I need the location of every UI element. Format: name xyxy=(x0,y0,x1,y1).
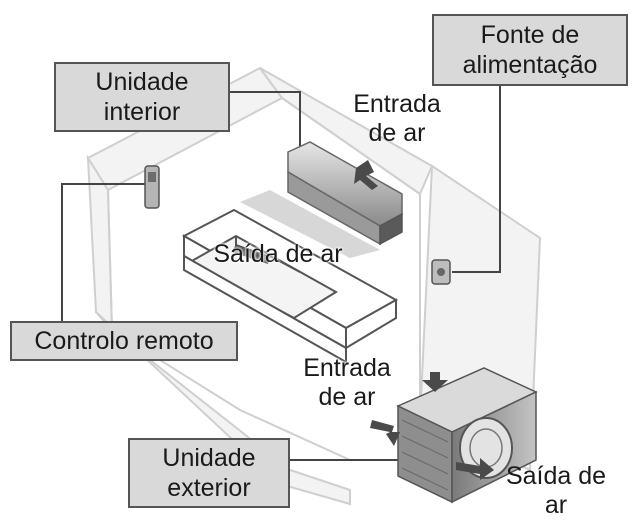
arrow-outlet-outdoor xyxy=(456,458,494,480)
label-air-outlet-indoor: Saída de ar xyxy=(213,240,343,268)
arrow-inlet-outdoor-side xyxy=(370,420,400,446)
label-power-supply: Fonte de alimentação xyxy=(432,14,628,86)
label-outdoor-unit: Unidade exterior xyxy=(128,438,290,508)
leader-indoor-unit xyxy=(229,91,301,150)
arrow-inlet-outdoor xyxy=(422,372,448,392)
leader-lines xyxy=(61,84,501,461)
label-air-inlet-indoor: Entrada de ar xyxy=(353,90,441,147)
leader-power-supply xyxy=(452,84,501,273)
left-inner-line xyxy=(107,189,113,331)
sofa xyxy=(181,208,399,364)
leader-remote xyxy=(61,183,145,322)
outdoor-unit xyxy=(396,367,538,504)
power-outlet xyxy=(431,259,451,285)
arrow-icon xyxy=(232,160,494,480)
arrow-inlet-indoor xyxy=(354,160,378,190)
inner-wall-line xyxy=(281,97,421,420)
label-air-inlet-outdoor: Entrada de ar xyxy=(303,354,391,411)
label-remote-control: Controlo remoto xyxy=(10,321,238,361)
label-indoor-unit: Unidade interior xyxy=(54,62,230,132)
remote-control xyxy=(144,165,160,209)
arrow-outlet-indoor xyxy=(232,244,270,264)
label-air-outlet-outdoor: Saída de ar xyxy=(505,462,607,519)
fan-icon xyxy=(459,417,513,479)
indoor-unit xyxy=(240,141,403,258)
